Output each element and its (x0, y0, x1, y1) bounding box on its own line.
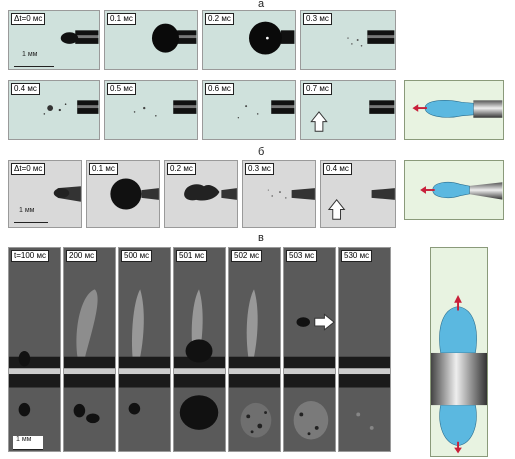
time-label: t=100 мс (11, 250, 49, 262)
scale-line (14, 66, 54, 67)
frame-c-2-image (119, 289, 170, 415)
section-label-a: а (258, 0, 265, 10)
arrow-left-icon (420, 186, 435, 194)
time-label: 0.5 мс (107, 83, 136, 95)
frame-a1-3: 0.3 мс (300, 10, 396, 70)
frame-b-4-image (327, 188, 395, 220)
frame-c-1: 200 мс (63, 247, 116, 452)
frame-c-1-image (64, 289, 115, 424)
schematic-c (431, 295, 487, 454)
section-label-b: б (258, 146, 265, 158)
scale-label: 1 мм (19, 207, 35, 214)
frame-a2-3-image (310, 100, 395, 132)
frame-a1-1-image (151, 23, 197, 53)
frame-b-1-image (110, 178, 159, 210)
schematic-panel-a (404, 80, 504, 140)
frame-b-2: 0.2 мс (164, 160, 238, 228)
frame-c-0-image (9, 350, 60, 417)
schematic-a (412, 100, 503, 118)
frame-b-0-image (53, 186, 81, 202)
frame-c-6-image (339, 356, 390, 430)
arrow-right-icon (314, 313, 335, 331)
time-label: Δt=0 мс (11, 163, 46, 175)
frame-c-3: 501 мс (173, 247, 226, 452)
frame-c-3-image (174, 289, 225, 430)
frame-b-4: 0.4 мс (320, 160, 396, 228)
time-label: 502 мс (231, 250, 263, 262)
arrow-up-icon (454, 295, 462, 311)
frame-a2-0: 0.4 мс (8, 80, 100, 140)
frame-c-4: 502 мс (228, 247, 281, 452)
frame-c-5: 503 мс (283, 247, 336, 452)
frame-a1-2: 0.2 мс (202, 10, 296, 70)
frame-c-5-image (284, 313, 335, 440)
scale-label: 1 мм (16, 436, 32, 443)
schematic-b (420, 182, 503, 200)
time-label: 0.6 мс (205, 83, 234, 95)
time-label: 0.4 мс (323, 163, 352, 175)
frame-a2-1-image (133, 100, 197, 117)
scale-line (13, 449, 43, 450)
time-label: 200 мс (66, 250, 98, 262)
scale-bar-a: 1 мм (14, 51, 54, 67)
frame-a2-0-image (43, 100, 99, 115)
scale-bar-b: 1 мм (14, 207, 48, 223)
time-label: 503 мс (286, 250, 318, 262)
time-label: 0.7 мс (303, 83, 332, 95)
time-label: 0.3 мс (245, 163, 274, 175)
time-label: 0.3 мс (303, 13, 332, 25)
time-label: 0.2 мс (205, 13, 234, 25)
time-label: 530 мс (341, 250, 373, 262)
frame-a2-1: 0.5 мс (104, 80, 198, 140)
frame-b-0: Δt=0 мс 1 мм (8, 160, 82, 228)
frame-b-2-image (184, 184, 237, 201)
frame-a1-0: Δt=0 мс 1 мм (8, 10, 100, 70)
frame-a2-3: 0.7 мс (300, 80, 396, 140)
frame-c-4-image (229, 289, 280, 438)
scale-label: 1 мм (22, 51, 38, 58)
scale-line (14, 222, 48, 223)
frame-a1-0-image (60, 30, 99, 44)
frame-c-0: t=100 мс 1 мм (8, 247, 61, 452)
frame-a1-3-image (347, 30, 395, 47)
time-label: 501 мс (176, 250, 208, 262)
frame-c-2: 500 мс (118, 247, 171, 452)
schematic-panel-c (430, 247, 488, 457)
schematic-panel-b (404, 160, 504, 220)
frame-a2-2-image (237, 100, 295, 119)
time-label: 0.4 мс (11, 83, 40, 95)
frame-b-1: 0.1 мс (86, 160, 160, 228)
frame-b-3: 0.3 мс (242, 160, 316, 228)
arrow-down-icon (454, 441, 462, 454)
section-label-c: в (258, 232, 264, 244)
frame-c-6: 530 мс (338, 247, 391, 452)
arrow-up-icon (310, 111, 328, 132)
frame-b-3-image (267, 188, 315, 200)
frame-a1-1: 0.1 мс (104, 10, 198, 70)
time-label: 0.2 мс (167, 163, 196, 175)
time-label: 0.1 мс (107, 13, 136, 25)
time-label: Δt=0 мс (11, 13, 46, 25)
scale-bar-c: 1 мм (13, 436, 43, 450)
time-label: 500 мс (121, 250, 153, 262)
arrow-left-icon (412, 104, 427, 112)
frame-a2-2: 0.6 мс (202, 80, 296, 140)
arrow-up-icon (327, 199, 346, 220)
time-label: 0.1 мс (89, 163, 118, 175)
frame-a1-2-image (249, 21, 295, 55)
